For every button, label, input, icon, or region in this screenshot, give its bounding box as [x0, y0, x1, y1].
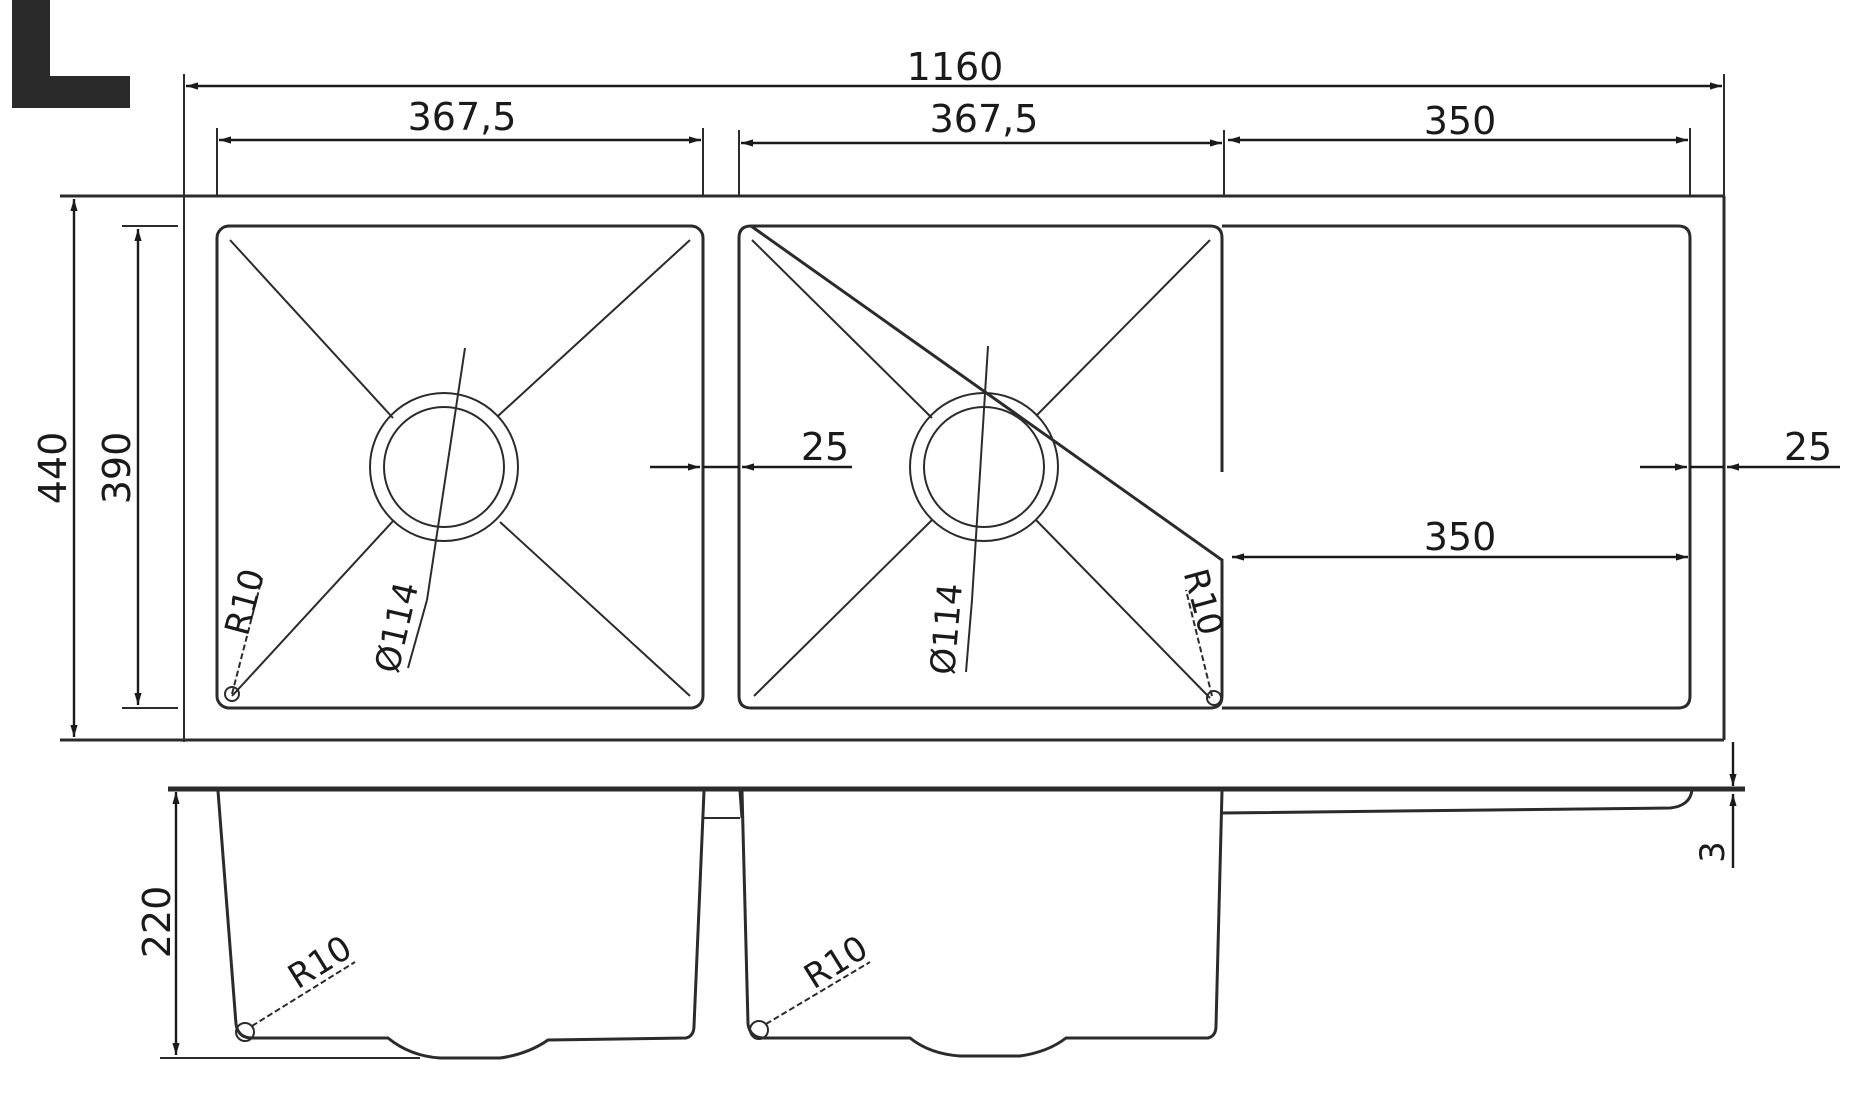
basin2-corner-radius-leader — [1185, 589, 1213, 697]
basin2-drain-diameter-label: Ø114 — [923, 582, 971, 677]
basin2-width-label: 367,5 — [930, 97, 1039, 141]
drainboard-width-label: 350 — [1424, 99, 1497, 143]
overall-width-label: 1160 — [907, 45, 1004, 89]
inner-depth-label: 390 — [95, 432, 139, 505]
basin-2-side-profile — [740, 790, 1224, 1058]
divider-gap-dimension: 25 — [650, 425, 852, 471]
bowl-depth-label: 220 — [135, 886, 179, 959]
basin1-drain-outer-ring — [369, 392, 519, 542]
top-view: 1160 367,5 367,5 350 440 390 — [31, 45, 1840, 742]
side-basin2-radius-leader — [765, 961, 871, 1025]
basin1-drain-diameter-label: Ø114 — [367, 578, 427, 676]
side-view: 220 R10 R10 3 — [135, 742, 1745, 1060]
basin1-width-label: 367,5 — [408, 95, 517, 139]
basin1-drain-inner-ring — [383, 406, 505, 528]
side-basin1-radius-label: R10 — [281, 928, 359, 997]
basin1-corner-radius-leader — [231, 577, 263, 695]
basin1-drain-diameter-leader — [426, 347, 466, 601]
series-letter-logo — [12, 0, 130, 108]
rim-thickness-label: 3 — [1693, 841, 1733, 863]
rim-edge-label: 25 — [1784, 425, 1832, 469]
overall-depth-label: 440 — [31, 432, 75, 505]
basin2-drain-outer-ring — [909, 392, 1059, 542]
side-basin2-radius-label: R10 — [797, 928, 875, 997]
side-basin1-radius-leader — [251, 961, 356, 1027]
basin-2-top: Ø114 R10 — [737, 224, 1231, 710]
drainboard-top: 350 — [1222, 224, 1692, 710]
drainboard-side-profile — [1221, 789, 1694, 815]
rim-edge-dimension: 25 — [1640, 425, 1840, 471]
divider-gap-label: 25 — [801, 425, 849, 469]
basin-1-side-profile — [216, 790, 706, 1060]
drainboard-inner-label: 350 — [1424, 515, 1497, 559]
basin-1-top: Ø114 R10 — [215, 224, 705, 710]
basin1-corner-radius-label: R10 — [217, 565, 273, 640]
basin2-drain-diameter-leader — [971, 345, 989, 601]
